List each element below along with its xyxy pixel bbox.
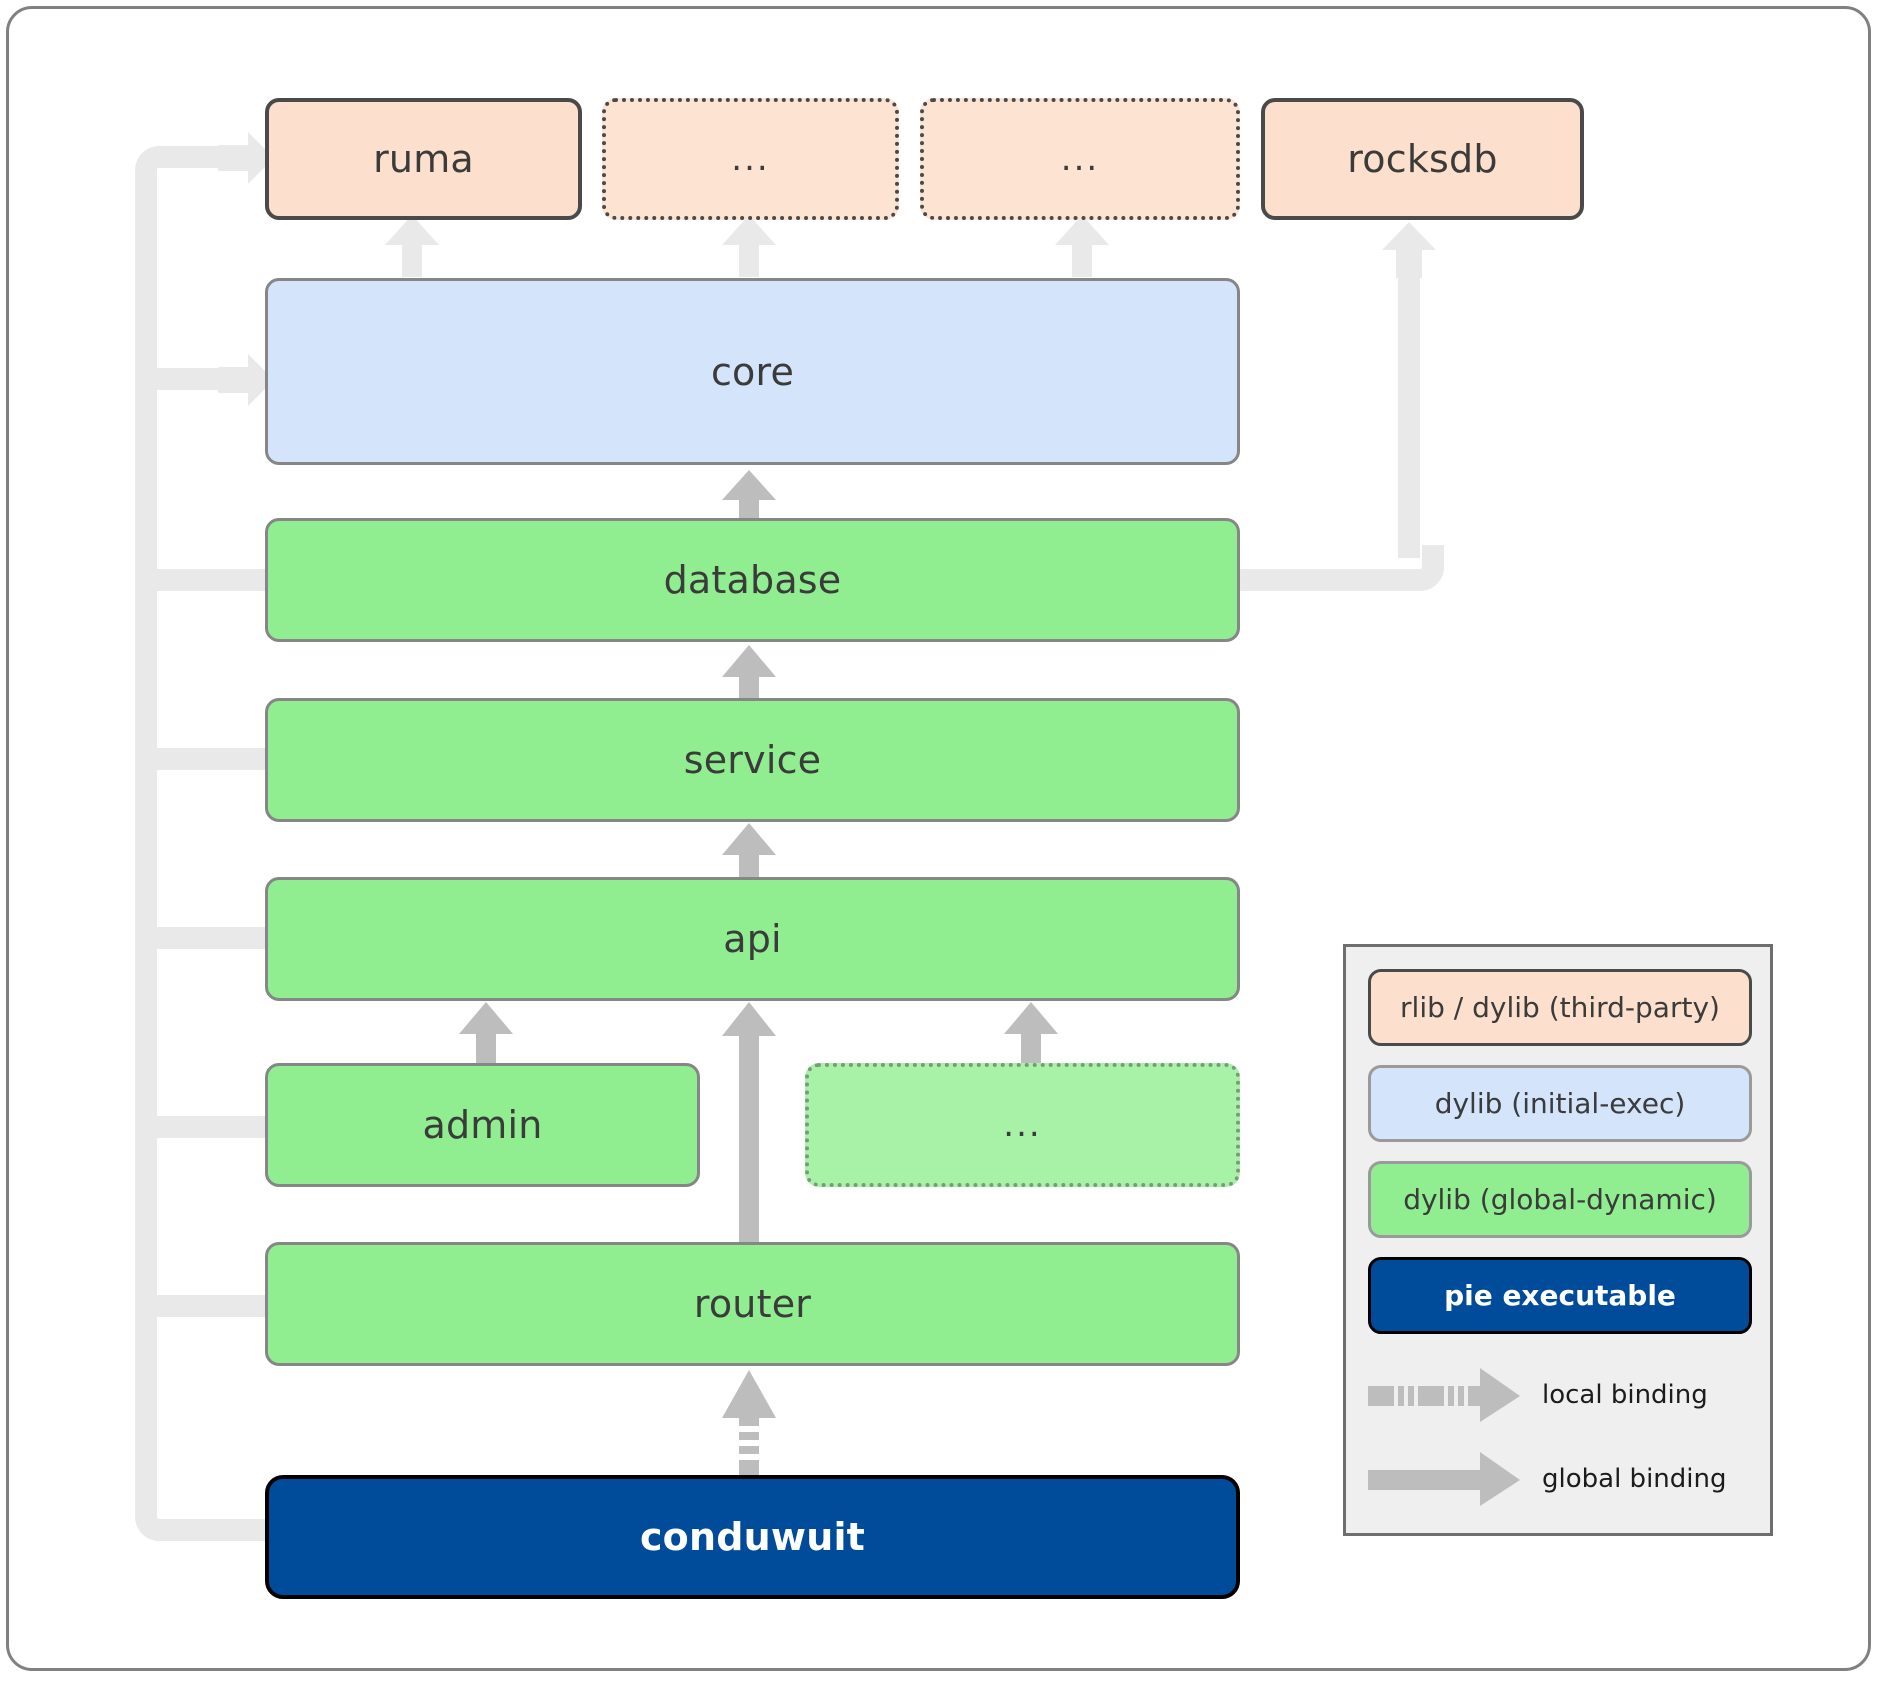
arrow-database-to-rocksdb bbox=[1382, 222, 1436, 278]
legend-chip-global-dynamic: dylib (global-dynamic) bbox=[1368, 1161, 1752, 1238]
arrow-database-to-core bbox=[722, 470, 776, 532]
trunk-branch-to-database bbox=[157, 569, 265, 591]
trunk-branch-to-api bbox=[157, 927, 265, 949]
arrow-core-to-top-dots-1 bbox=[722, 215, 776, 277]
arrow-trunk-to-ruma bbox=[218, 132, 274, 184]
arrow-core-to-top-dots-2 bbox=[1055, 215, 1109, 277]
trunk-branch-to-router bbox=[157, 1295, 265, 1317]
legend-row-global-binding: global binding bbox=[1368, 1447, 1754, 1511]
arrow-mid-dots-to-api bbox=[1004, 1002, 1058, 1072]
legend-panel: rlib / dylib (third-party) dylib (initia… bbox=[1343, 944, 1773, 1536]
legend-row-local-binding: local binding bbox=[1368, 1363, 1754, 1427]
trunk-vertical-main bbox=[135, 168, 157, 1517]
node-label: conduwuit bbox=[639, 1515, 866, 1559]
node-top-dots-2[interactable]: ... bbox=[920, 98, 1240, 220]
legend-chip-label: dylib (global-dynamic) bbox=[1403, 1183, 1717, 1216]
rocksdb-elbow-vertical bbox=[1398, 258, 1420, 558]
node-mid-dots[interactable]: ... bbox=[805, 1063, 1240, 1187]
arrow-router-to-api bbox=[722, 1002, 776, 1242]
legend-chip-label: pie executable bbox=[1444, 1279, 1676, 1312]
node-ruma[interactable]: ruma bbox=[265, 98, 582, 220]
legend-chip-third-party: rlib / dylib (third-party) bbox=[1368, 969, 1752, 1046]
legend-binding-label: global binding bbox=[1542, 1464, 1727, 1494]
legend-chip-pie-executable: pie executable bbox=[1368, 1257, 1752, 1334]
node-label: ... bbox=[731, 138, 770, 179]
node-label: ... bbox=[1003, 1104, 1042, 1145]
arrow-service-to-database bbox=[722, 645, 776, 715]
rocksdb-elbow-horizontal bbox=[1240, 569, 1420, 591]
arrow-conduwuit-to-router bbox=[722, 1370, 776, 1480]
trunk-branch-to-admin bbox=[157, 1116, 265, 1138]
node-label: database bbox=[663, 558, 842, 602]
trunk-branch-to-conduwuit bbox=[157, 1519, 265, 1541]
node-router[interactable]: router bbox=[265, 1242, 1240, 1366]
node-conduwuit[interactable]: conduwuit bbox=[265, 1475, 1240, 1599]
trunk-branch-to-ruma bbox=[157, 146, 230, 168]
arrow-api-to-service bbox=[722, 823, 776, 893]
arrow-admin-to-api bbox=[459, 1002, 513, 1072]
node-label: core bbox=[710, 349, 795, 394]
node-database[interactable]: database bbox=[265, 518, 1240, 642]
node-label: api bbox=[723, 917, 782, 961]
node-label: rocksdb bbox=[1347, 137, 1498, 181]
trunk-branch-to-core bbox=[157, 368, 230, 390]
node-admin[interactable]: admin bbox=[265, 1063, 700, 1187]
solid-arrow-icon bbox=[1368, 1452, 1520, 1506]
node-label: admin bbox=[422, 1103, 543, 1147]
arrow-trunk-to-core bbox=[218, 354, 274, 406]
node-label: router bbox=[693, 1282, 812, 1326]
trunk-branch-to-service bbox=[157, 748, 265, 770]
node-service[interactable]: service bbox=[265, 698, 1240, 822]
node-rocksdb[interactable]: rocksdb bbox=[1261, 98, 1584, 220]
legend-binding-label: local binding bbox=[1542, 1380, 1708, 1410]
dashed-arrow-icon bbox=[1368, 1368, 1520, 1422]
node-label: ruma bbox=[373, 137, 474, 181]
node-top-dots-1[interactable]: ... bbox=[602, 98, 899, 220]
legend-chip-label: rlib / dylib (third-party) bbox=[1400, 991, 1720, 1024]
node-label: service bbox=[683, 738, 822, 782]
rocksdb-elbow-corner bbox=[1398, 545, 1444, 591]
node-core[interactable]: core bbox=[265, 278, 1240, 465]
legend-chip-initial-exec: dylib (initial-exec) bbox=[1368, 1065, 1752, 1142]
legend-chip-label: dylib (initial-exec) bbox=[1434, 1087, 1686, 1120]
arrow-core-to-ruma bbox=[385, 215, 439, 277]
node-label: ... bbox=[1060, 138, 1100, 179]
node-api[interactable]: api bbox=[265, 877, 1240, 1001]
